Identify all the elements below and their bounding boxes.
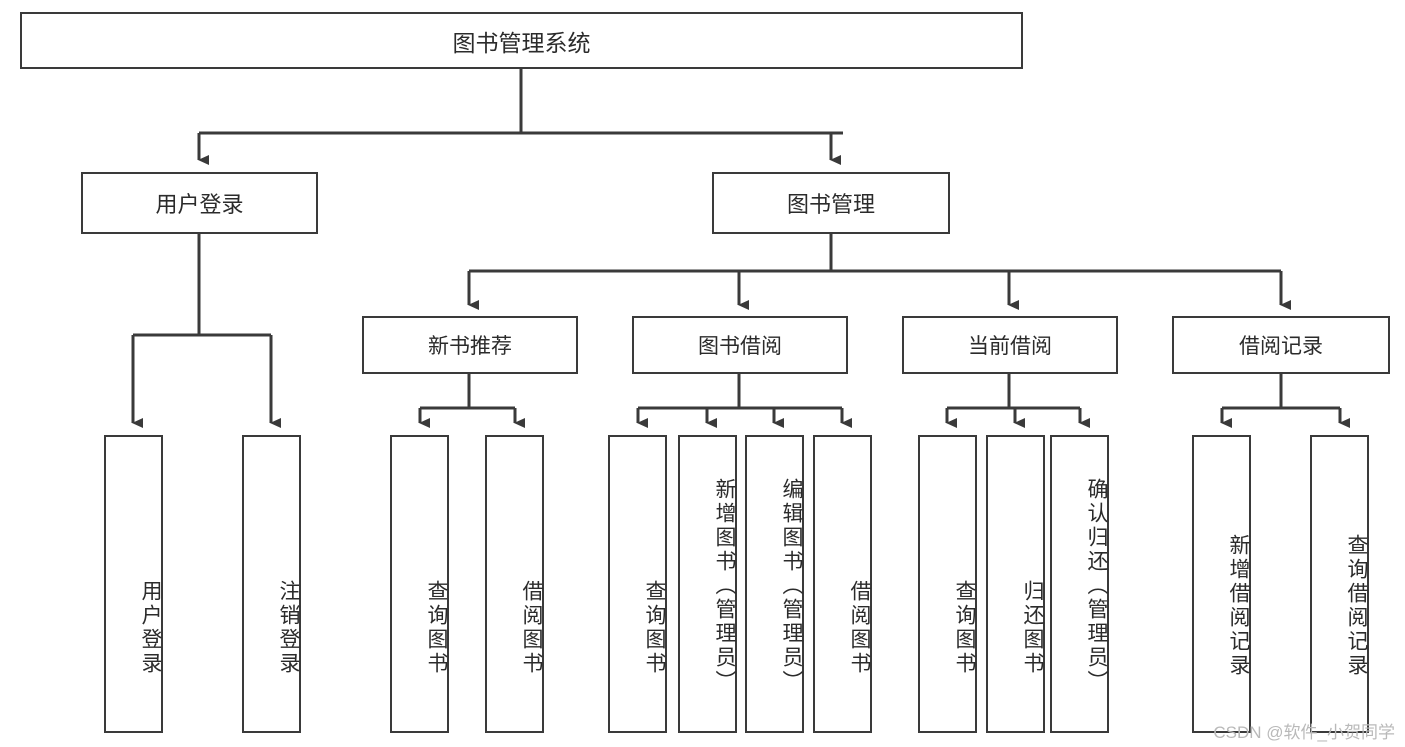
node-book-manage[interactable]: 图书管理 — [712, 172, 950, 234]
leaf-user-logout[interactable]: 注销登录 — [242, 435, 301, 733]
leaf-user-login[interactable]: 用户登录 — [104, 435, 163, 733]
node-current-borrow-label: 当前借阅 — [968, 335, 1052, 358]
node-user-login[interactable]: 用户登录 — [81, 172, 318, 234]
leaf-confirm-return[interactable]: 确认归还（管理员） — [1050, 435, 1109, 733]
node-borrow-record-label: 借阅记录 — [1239, 335, 1323, 358]
leaf-query-book-3[interactable]: 查询图书 — [918, 435, 977, 733]
leaf-add-book-label: 新增图书（管理员） — [713, 478, 736, 694]
leaf-edit-book-label: 编辑图书（管理员） — [780, 478, 803, 694]
leaf-query-record[interactable]: 查询借阅记录 — [1310, 435, 1369, 733]
leaf-add-record[interactable]: 新增借阅记录 — [1192, 435, 1251, 733]
leaf-borrow-book-2[interactable]: 借阅图书 — [813, 435, 872, 733]
node-root-label: 图书管理系统 — [452, 29, 591, 56]
leaf-borrow-book-1-label: 借阅图书 — [520, 580, 543, 676]
node-book-manage-label: 图书管理 — [786, 192, 875, 217]
leaf-edit-book[interactable]: 编辑图书（管理员） — [745, 435, 804, 733]
leaf-confirm-return-label: 确认归还（管理员） — [1085, 478, 1108, 694]
node-user-login-label: 用户登录 — [155, 192, 244, 217]
leaf-query-record-label: 查询借阅记录 — [1345, 534, 1368, 678]
leaf-return-book-label: 归还图书 — [1021, 580, 1044, 676]
node-borrow-record[interactable]: 借阅记录 — [1172, 316, 1390, 374]
leaf-add-book[interactable]: 新增图书（管理员） — [678, 435, 737, 733]
node-book-borrow[interactable]: 图书借阅 — [632, 316, 848, 374]
leaf-query-book-2-label: 查询图书 — [643, 580, 666, 676]
node-book-borrow-label: 图书借阅 — [698, 335, 782, 358]
leaf-return-book[interactable]: 归还图书 — [986, 435, 1045, 733]
node-current-borrow[interactable]: 当前借阅 — [902, 316, 1118, 374]
leaf-add-record-label: 新增借阅记录 — [1227, 534, 1250, 678]
leaf-borrow-book-1[interactable]: 借阅图书 — [485, 435, 544, 733]
leaf-borrow-book-2-label: 借阅图书 — [848, 580, 871, 676]
leaf-user-login-label: 用户登录 — [139, 580, 162, 676]
node-new-book-recommend[interactable]: 新书推荐 — [362, 316, 578, 374]
node-root[interactable]: 图书管理系统 — [20, 12, 1023, 69]
leaf-query-book-1-label: 查询图书 — [425, 580, 448, 676]
leaf-user-logout-label: 注销登录 — [277, 580, 300, 676]
leaf-query-book-3-label: 查询图书 — [953, 580, 976, 676]
node-new-book-recommend-label: 新书推荐 — [428, 335, 512, 358]
leaf-query-book-2[interactable]: 查询图书 — [608, 435, 667, 733]
leaf-query-book-1[interactable]: 查询图书 — [390, 435, 449, 733]
